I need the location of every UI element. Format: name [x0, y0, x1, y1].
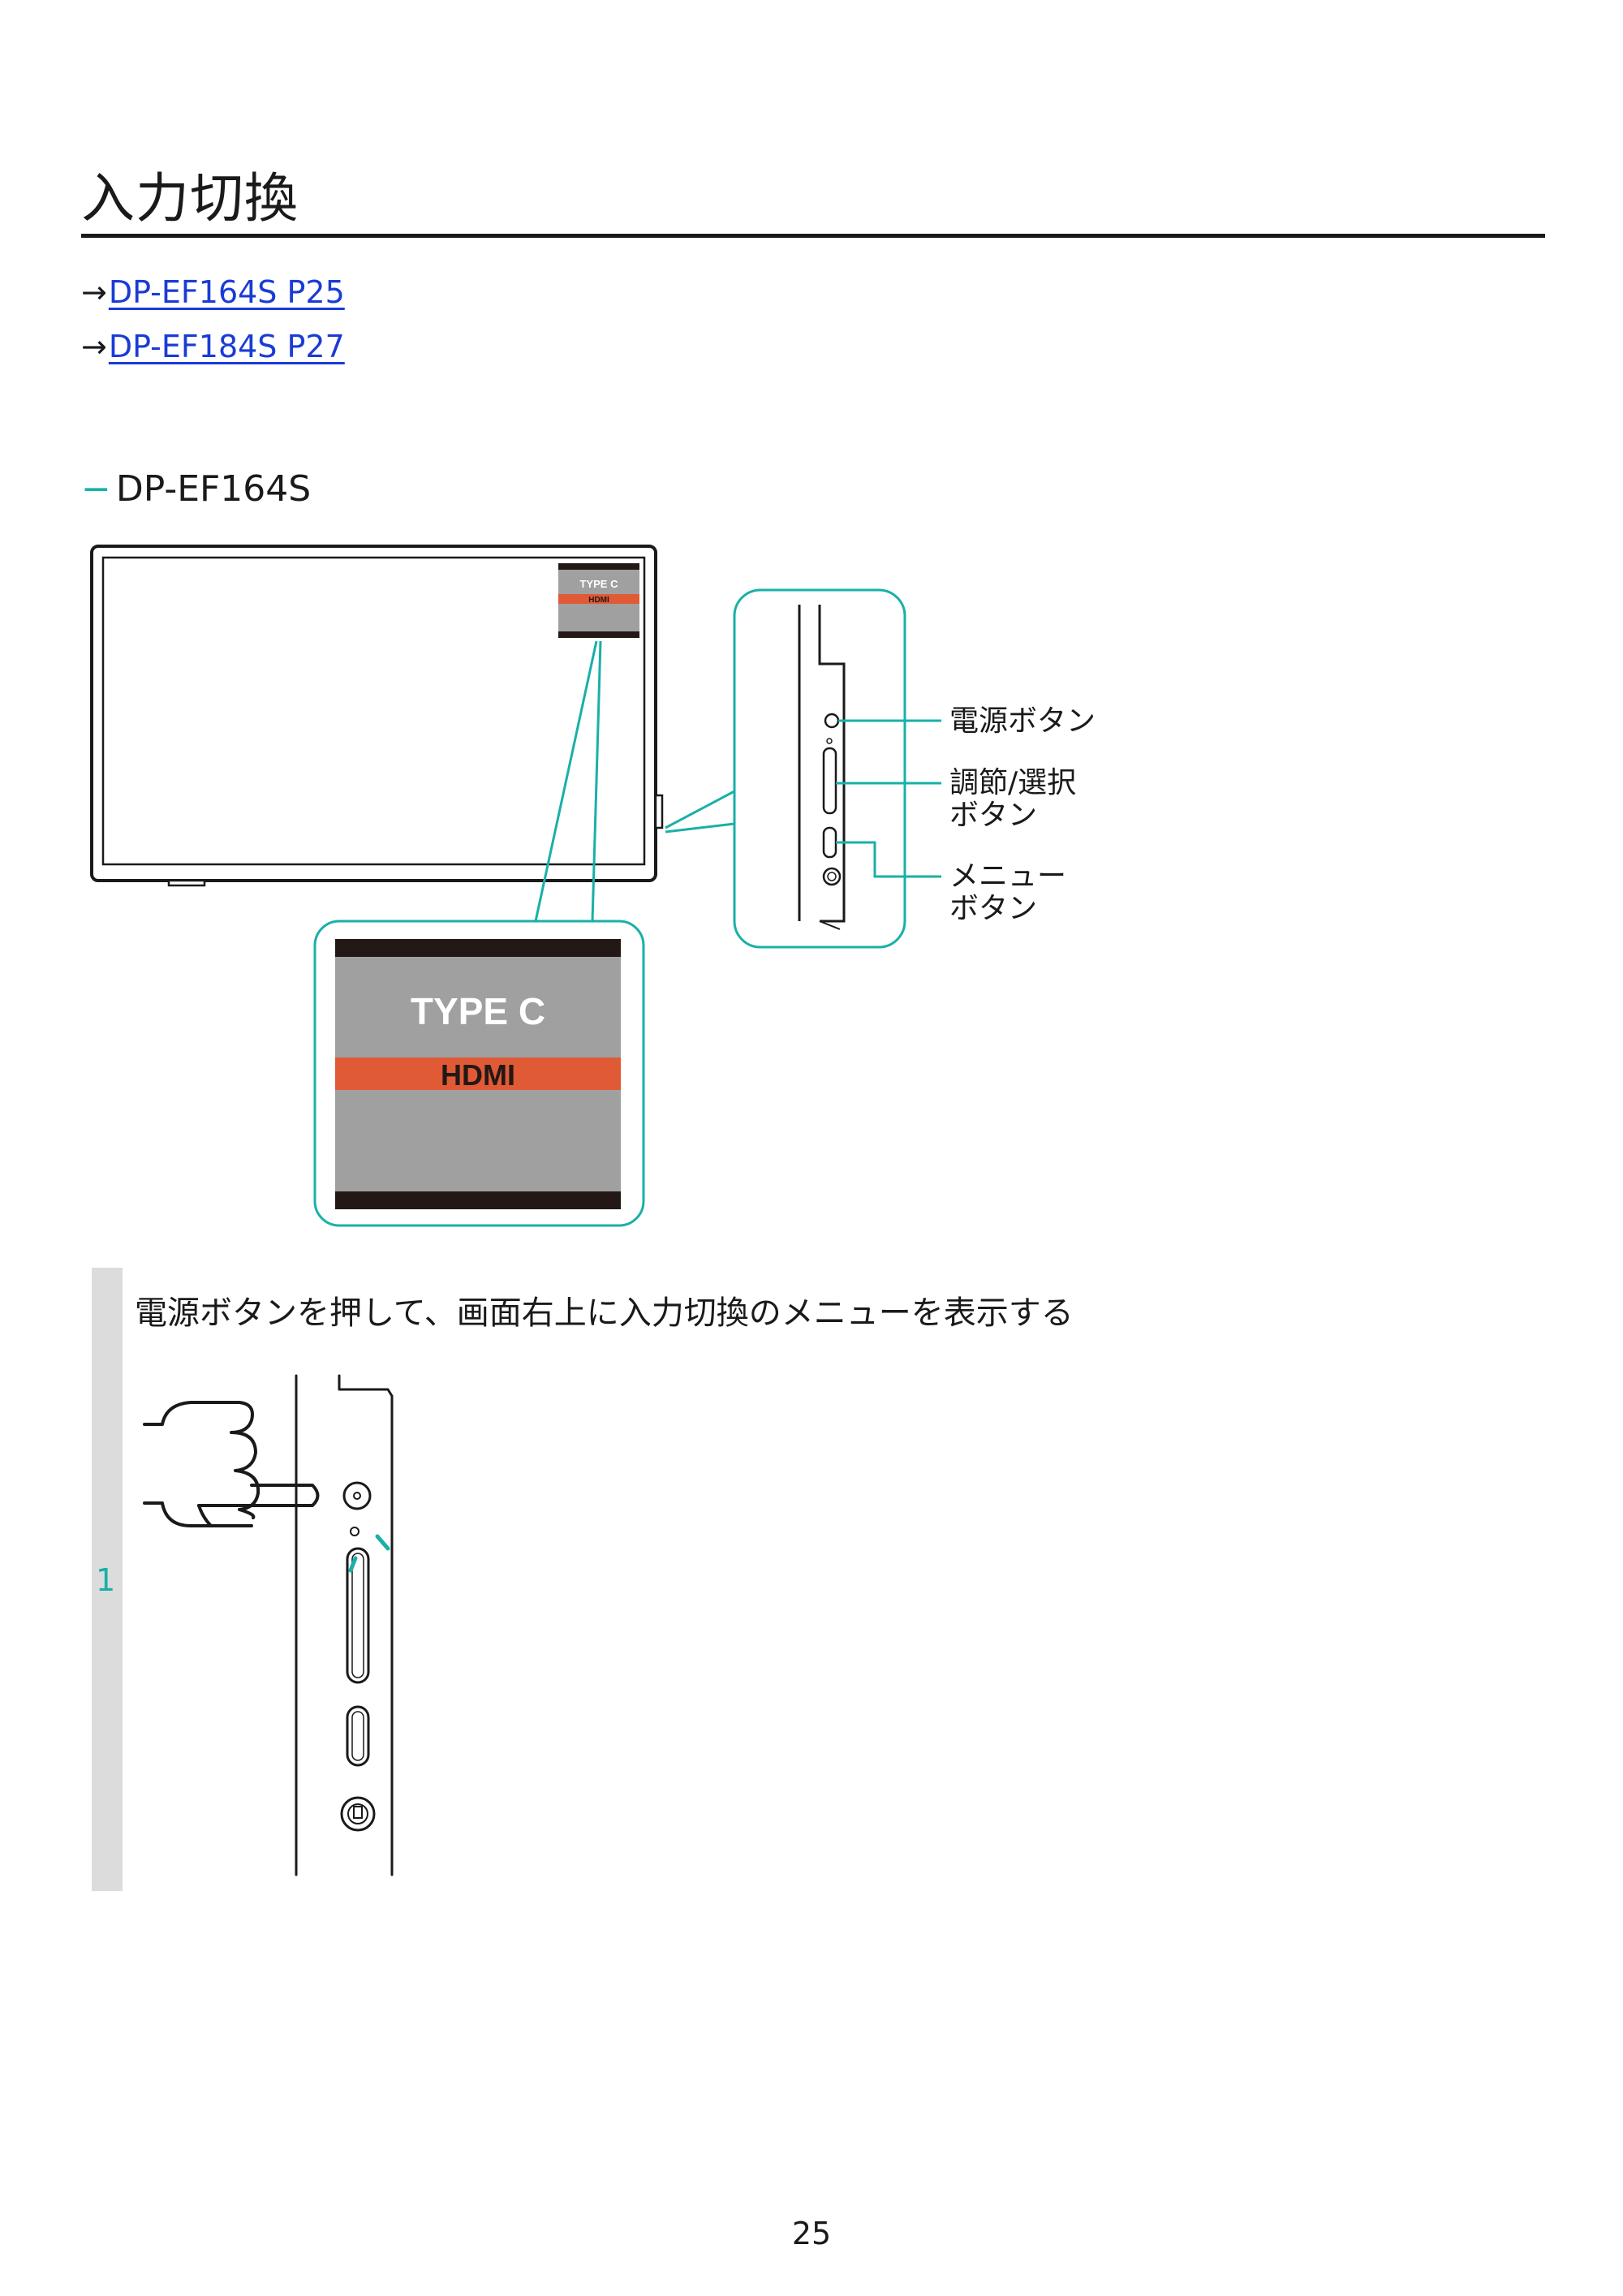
section-heading: −DP-EF164S [81, 467, 311, 512]
callout-menu-line1: メニュー [949, 859, 1067, 893]
zoom-leader-lines [534, 640, 735, 922]
adjust-button-icon [822, 747, 837, 815]
zoom-hdmi-label: HDMI [441, 1058, 515, 1092]
link-row-ef164s[interactable]: →DP-EF164S P25 [81, 272, 345, 312]
step-instruction: 電源ボタンを押して、画面右上に入力切換のメニューを表示する [135, 1294, 1074, 1332]
step-panel-buttons [340, 1481, 390, 1832]
menu-button-icon [822, 826, 837, 859]
link-row-ef184s[interactable]: →DP-EF184S P27 [81, 326, 345, 367]
callout-power-button: 電源ボタン [949, 704, 1096, 738]
hand-icon [143, 1401, 260, 1519]
page-number: 25 [791, 2216, 832, 2251]
callout-menu-line2: ボタン [949, 892, 1038, 925]
link-dp-ef184s[interactable]: DP-EF184S P27 [108, 329, 345, 364]
power-button-icon [824, 713, 840, 729]
link-dp-ef164s[interactable]: DP-EF164S P25 [108, 274, 345, 310]
step-bar [92, 1268, 123, 1891]
section-dash: − [81, 468, 111, 510]
hdmi-highlight [335, 1058, 621, 1090]
side-zoom-panel [733, 588, 906, 949]
menu-zoom-panel [313, 920, 645, 1227]
step-number: 1 [96, 1562, 116, 1598]
callout-lines [836, 719, 941, 878]
menu-button-icon [346, 1705, 370, 1767]
zoom-type-c-label: TYPE C [411, 990, 545, 1032]
callout-adjust-line1: 調節/選択 [949, 766, 1077, 799]
callout-adjust-line2: ボタン [949, 799, 1038, 832]
step-illustration [143, 1374, 394, 1876]
arrow-icon: → [81, 274, 107, 310]
section-label: DP-EF164S [115, 468, 312, 510]
thumb-hdmi-label: HDMI [588, 596, 609, 605]
title-underline [81, 234, 1545, 238]
monitor-illustration [90, 545, 664, 887]
page-title: 入力切換 [81, 167, 299, 230]
arrow-icon: → [81, 329, 107, 364]
thumb-type-c-label: TYPE C [580, 578, 619, 590]
